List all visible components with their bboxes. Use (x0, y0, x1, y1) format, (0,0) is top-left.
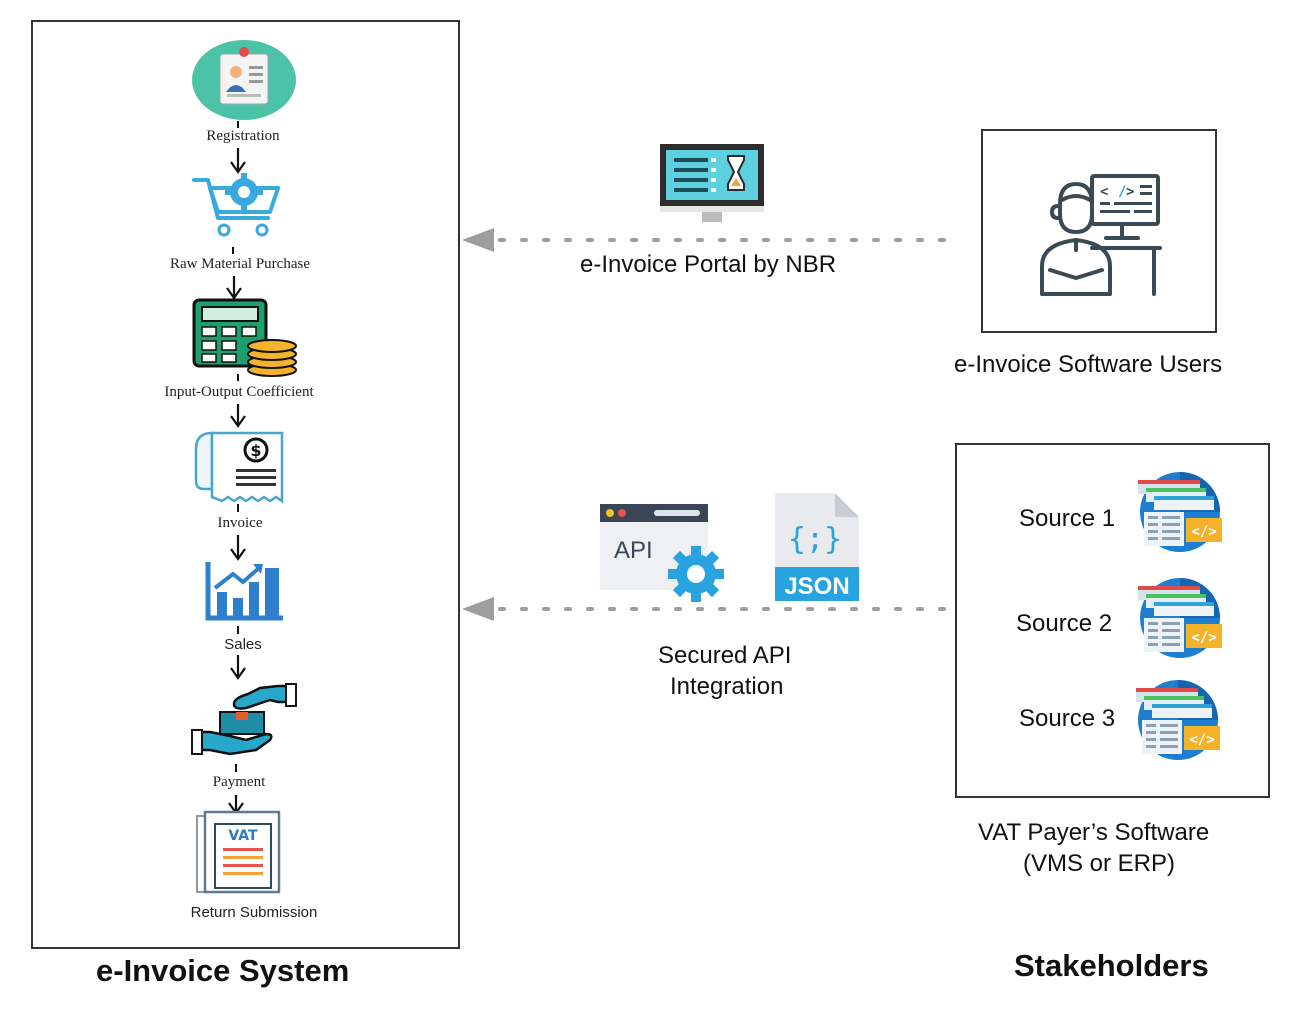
step-label-sales: Sales (224, 636, 262, 653)
vat-payer-label-line1: VAT Payer’s Software (978, 819, 1210, 846)
vat-payer-label-line2: (VMS or ERP) (1023, 850, 1176, 877)
step-label-payment: Payment (212, 774, 266, 790)
step-label-raw-material-purchase: Raw Material Purchase (170, 256, 310, 272)
source-label-2: Source 2 (1016, 610, 1113, 637)
step-label-return-submission: Return Submission (190, 904, 318, 921)
json-braces-text: {;} (788, 522, 842, 557)
calculator-coins-icon (192, 298, 297, 377)
api-label-line2: Integration (670, 673, 784, 700)
cart-gear-icon (192, 173, 280, 237)
source-label-1: Source 1 (1019, 505, 1116, 532)
portal-label: e-Invoice Portal by NBR (580, 251, 837, 278)
developer-at-computer-icon: < / > (1040, 174, 1162, 296)
svg-text:<: < (1100, 184, 1108, 200)
software-users-label: e-Invoice Software Users (954, 351, 1223, 378)
e-invoice-system-title: e-Invoice System (96, 953, 350, 988)
software-source-icon-1 (1138, 472, 1222, 552)
software-source-icon-2 (1138, 578, 1222, 658)
api-window-icon: API (600, 504, 724, 602)
hands-exchange-icon (191, 683, 297, 756)
monitor-hourglass-icon (660, 144, 764, 222)
id-card-icon (192, 40, 296, 120)
api-text: API (614, 537, 653, 564)
step-label-registration: Registration (206, 128, 280, 144)
step-label-invoice: Invoice (217, 515, 263, 531)
svg-text:$: $ (250, 441, 261, 460)
svg-text:/: / (1118, 184, 1126, 200)
bar-chart-icon (205, 562, 283, 621)
step-label-input-output-coefficient: Input-Output Coefficient (164, 384, 314, 400)
vat-text: VAT (228, 828, 258, 844)
invoice-receipt-icon: $ (194, 431, 284, 504)
svg-text:>: > (1126, 184, 1134, 200)
source-label-3: Source 3 (1019, 705, 1116, 732)
software-users-box (981, 129, 1217, 333)
json-file-icon: {;} JSON (775, 493, 859, 601)
json-text: JSON (784, 573, 849, 600)
api-arrowhead (462, 597, 494, 621)
api-label-line1: Secured API (658, 642, 792, 669)
vat-document-icon: VAT (196, 810, 281, 894)
stakeholders-title: Stakeholders (1014, 948, 1209, 983)
portal-arrowhead (462, 228, 494, 252)
software-source-icon-3 (1136, 680, 1220, 760)
